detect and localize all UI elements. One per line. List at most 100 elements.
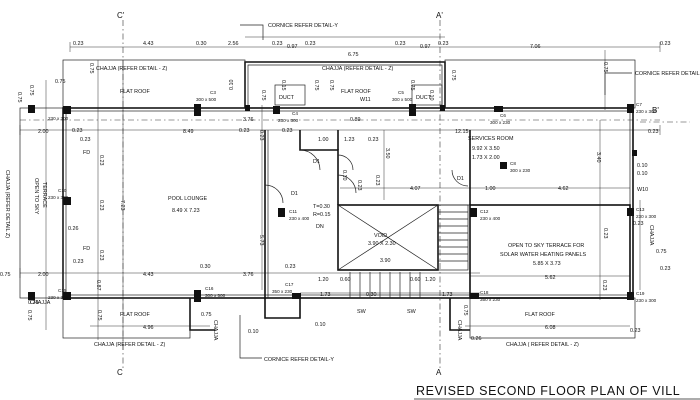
dim-text: 0.30 (196, 41, 207, 47)
tag-c10-size: 230 x 300 (48, 195, 69, 200)
tag-c16-size: 300 x 500 (205, 293, 226, 298)
terrace-right-line1: OPEN TO SKY TERRACE FOR (508, 243, 584, 249)
dim-text: 8.49 (183, 129, 194, 135)
tag-c15: C15 (58, 288, 67, 293)
door-d1-a: D1 (313, 159, 320, 165)
tag-c4-size: 230 x 300 (278, 118, 299, 123)
chajja-bottom-right-v: CHAJJA (456, 320, 462, 341)
dim-text: 0.75 (260, 90, 266, 101)
w11-label: W11 (360, 97, 371, 103)
flat-roof-top-mid: FLAT ROOF (341, 89, 371, 95)
terrace-right-size: 5.85 X 3.73 (533, 261, 561, 267)
dim-text: 0.23 (98, 200, 104, 211)
dim-text: 4.96 (143, 325, 154, 331)
dim-text: 0.23 (356, 180, 362, 191)
dimension-lines (19, 36, 661, 350)
tag-c10: C10 (58, 188, 67, 193)
dim-text: 0.23 (374, 175, 380, 186)
section-c-bottom: C (117, 368, 123, 377)
tag-c17: C17 (285, 282, 294, 287)
dim-text: 0.10 (248, 329, 259, 335)
dim-text: 0.10 (341, 170, 347, 181)
dim-text: 2.00 (38, 129, 49, 135)
dim-text: 0.60 (410, 277, 421, 283)
dn-label: DN (316, 224, 324, 230)
duct-left: DUCT (279, 95, 295, 101)
sw-label-2: SW (407, 309, 417, 315)
dimension-texts: 0.23 4.43 0.30 2.56 0.23 0.97 0.23 0.23 … (0, 41, 671, 342)
dim-text: 0.23 (239, 128, 250, 134)
dim-text: 3.40 (595, 152, 601, 163)
dim-text: 7.23 (119, 200, 125, 211)
column-c15 (63, 292, 71, 300)
column-c8 (500, 162, 507, 169)
column-c12 (470, 208, 477, 217)
tag-c17-size: 350 x 230 (272, 289, 293, 294)
dim-text: 4.07 (410, 186, 421, 192)
dim-text: 0.23 (660, 41, 671, 47)
room-labels: POOL LOUNGE 8.49 X 7.23 SERVICES ROOM 9.… (33, 136, 586, 267)
column-c2 (63, 106, 71, 114)
dim-text: 0.23 (602, 228, 608, 239)
dim-text: 0.75 (26, 310, 32, 321)
dim-text: 1.20 (318, 277, 329, 283)
tag-c8-size: 300 x 230 (510, 168, 531, 173)
section-a-top: A' (436, 11, 443, 20)
dim-text: 0.75 (656, 249, 667, 255)
pool-lounge-name: POOL LOUNGE (168, 196, 207, 202)
dim-text: 7.06 (530, 44, 541, 50)
dim-text: 0.30 (366, 292, 377, 298)
dim-text: 0.23 (660, 266, 671, 272)
tag-c2-size: 230 x 300 (48, 116, 69, 121)
dim-text: 0.89 (350, 117, 361, 123)
dim-text: 0.23 (98, 155, 104, 166)
column-tags: C2 230 x 300 C3 300 x 500 C4 230 x 300 C… (48, 90, 657, 303)
columns (28, 104, 637, 302)
tag-c2: C2 (64, 109, 70, 114)
dim-text: 0.75 (602, 62, 608, 73)
chajja-left-vertical: CHAJJA (REFER DETAIL Z) (4, 170, 10, 238)
tag-c18-size: 350 x 230 (480, 297, 501, 302)
dim-text: 0.75 (409, 80, 415, 91)
flat-roof-bottom-left: FLAT ROOF (120, 312, 150, 318)
tag-c7-size: 230 x 300 (636, 109, 657, 114)
drawing-title: REVISED SECOND FLOOR PLAN OF VILL (416, 384, 680, 398)
notes: CORNICE REFER DETAIL-Y CORNICE REFER DET… (4, 23, 700, 363)
tag-c6: C6 (500, 113, 506, 118)
dim-text: 0.23 (633, 221, 644, 227)
chajja-right: CHAJJA (648, 225, 654, 246)
column-c11 (278, 208, 285, 217)
dim-text: 0.26 (68, 226, 79, 232)
dim-text: 3.76 (243, 117, 254, 123)
dim-text: 3.90 (380, 258, 391, 264)
door-d1-b: D1 (291, 191, 298, 197)
dim-text: 1.00 (485, 186, 496, 192)
dim-text: 0.75 (28, 300, 39, 306)
dim-text: 0.10 (637, 171, 648, 177)
dim-text: 0.97 (287, 44, 298, 50)
dim-text: 0.75 (201, 312, 212, 318)
tag-c7: C7 (636, 102, 642, 107)
cornice-note-right: CORNICE REFER DETAIL (635, 71, 700, 77)
tag-c8: C8 (510, 161, 516, 166)
dim-text: 5.73 (258, 235, 264, 246)
dim-text: 0.30 (200, 264, 211, 270)
dim-text: 0.75 (28, 85, 34, 96)
dim-text: 0.75 (450, 70, 456, 81)
cornice-note-bottom: CORNICE REFER DETAIL-Y (264, 357, 334, 363)
tag-c5-size: 300 x 500 (392, 97, 413, 102)
dim-text: 0.23 (73, 41, 84, 47)
dim-text: 1.20 (425, 277, 436, 283)
dim-text: 0.23 (258, 130, 264, 141)
dim-text: 0.75 (16, 92, 22, 103)
dim-text: 0.75 (96, 310, 102, 321)
dim-text: 0.15 (280, 80, 286, 91)
dim-text: 0.10 (637, 163, 648, 169)
dim-text: 4.62 (558, 186, 569, 192)
column-c5 (409, 104, 416, 116)
services-room-name: SERVICES ROOM (468, 136, 514, 142)
tag-c12: C12 (480, 209, 489, 214)
dim-text: 0.23 (98, 250, 104, 261)
dim-text: 0.23 (285, 264, 296, 270)
